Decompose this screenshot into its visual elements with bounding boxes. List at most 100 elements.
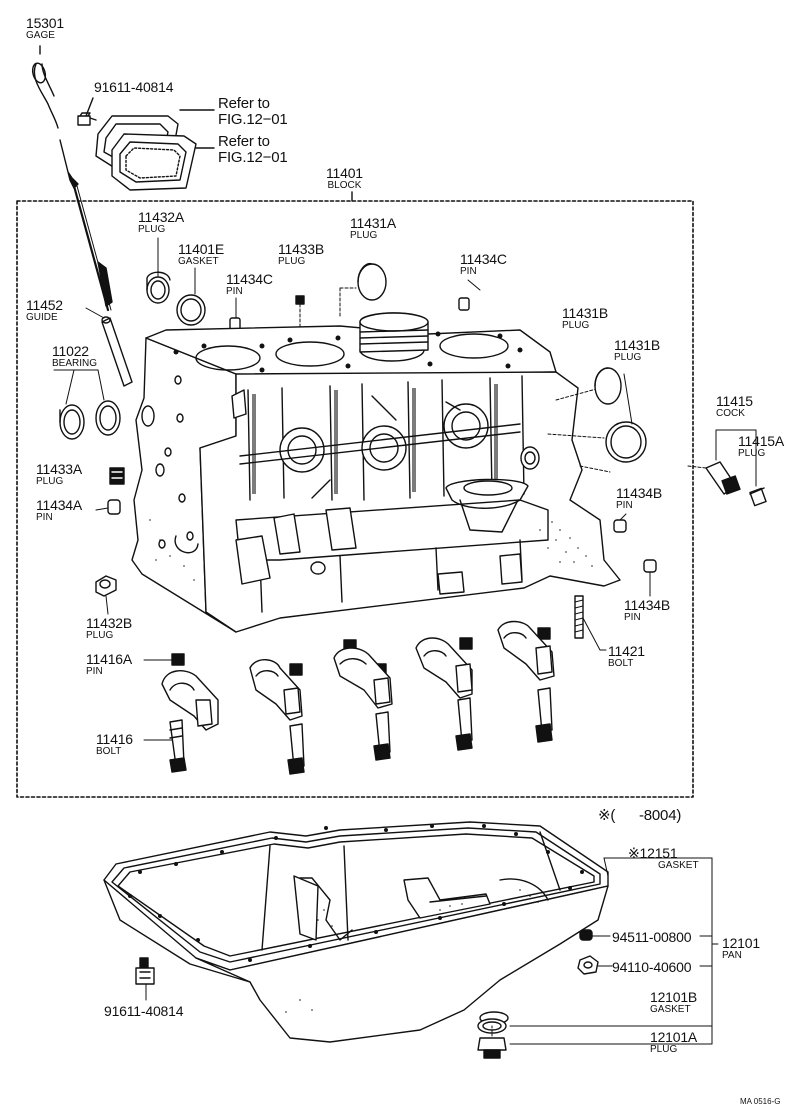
cylinder-block-icon [131, 312, 621, 633]
part-number: 11432B [86, 615, 133, 631]
ref-text: Refer to [218, 95, 270, 112]
part-number: 11431B [614, 337, 661, 353]
part-number: 11431A [350, 215, 397, 231]
part-number: 94110-40600 [612, 959, 692, 975]
label-plug-11433b: 11433B PLUG [278, 242, 324, 267]
drain-cock-11415-icon [687, 429, 757, 495]
bolt-94511-icon [579, 929, 611, 941]
part-name: BOLT [96, 746, 122, 757]
part-number: 11434B [624, 597, 671, 613]
pin-11434a-icon [95, 499, 121, 515]
part-number: 11434A [36, 497, 83, 513]
part-number: 11416A [86, 651, 133, 667]
label-bolt-11421: 11421 BOLT [608, 644, 645, 669]
part-name: PLUG [650, 1044, 678, 1055]
part-name: BEARING [52, 358, 98, 369]
part-number: 11433A [36, 461, 83, 477]
note-text: ※( -8004) [598, 807, 682, 824]
ref-text: Refer to [218, 133, 270, 150]
part-name: PIN [460, 266, 477, 277]
part-number: 11431B [562, 305, 609, 321]
pan-group-leaders [509, 857, 719, 1045]
label-pin-11434b-upper: 11434B PIN [616, 486, 662, 511]
plug-11433a-icon [109, 467, 125, 485]
ref-fig: FIG.12−01 [218, 149, 288, 166]
part-number: 11434C [226, 271, 273, 287]
part-number: 11022 [52, 343, 89, 359]
part-name: PLUG [562, 320, 590, 331]
guide-11452-icon [85, 307, 133, 387]
nut-94110-icon [577, 955, 613, 975]
plug-11415a-icon [749, 487, 767, 507]
bolt-11421-icon [574, 595, 607, 651]
part-name: BOLT [608, 658, 634, 669]
part-name: GASKET [650, 1004, 691, 1015]
gasket-frames-icon [95, 109, 215, 191]
part-name: PIN [86, 666, 103, 677]
part-name: PLUG [350, 230, 378, 241]
label-nut-94110: 94110-40600 [612, 960, 691, 974]
label-plug-11415a: 11415A PLUG [738, 434, 784, 459]
label-plug-11431b-upper: 11431B PLUG [562, 306, 608, 331]
gasket-11401e-icon [176, 267, 206, 326]
plug-11431b-upper-icon [594, 367, 622, 405]
part-number: 11416 [96, 731, 133, 747]
pin-11434b-lower-icon [643, 559, 657, 597]
label-pin-11434c-left: 11434C PIN [226, 272, 273, 297]
pin-11434c-right-icon [458, 279, 481, 311]
label-pin-11434a: 11434A PIN [36, 498, 82, 523]
part-number: 94511-00800 [612, 929, 692, 945]
label-bolt-94511: 94511-00800 [612, 930, 691, 944]
part-name: PIN [226, 286, 243, 297]
ref-fig: FIG.12−01 [218, 111, 288, 128]
drawing-code-text: MA 0516-G [740, 1097, 781, 1106]
bearing-11022-icon [53, 369, 121, 440]
bolt-91611-top-icon [77, 97, 97, 126]
part-number: ※12151 [628, 845, 678, 861]
label-pin-11434b-lower: 11434B PIN [624, 598, 670, 623]
label-bolt-11416: 11416 BOLT [96, 732, 133, 757]
part-name: GAGE [26, 30, 55, 41]
label-block: 11401 BLOCK [326, 166, 363, 191]
label-gage: 15301 GAGE [26, 16, 64, 41]
block-group-boundary [16, 200, 694, 798]
label-pin-11416a: 11416A PIN [86, 652, 132, 677]
part-number: 12101A [650, 1029, 698, 1045]
label-bolt-bottom: 91611-40814 [104, 1004, 183, 1018]
bolt-91611-bottom-icon [135, 957, 155, 1001]
part-number: 11452 [26, 297, 63, 313]
part-number: 12101 [722, 935, 760, 951]
part-name: PIN [616, 500, 633, 511]
drain-plug-12101a-icon [477, 1018, 507, 1059]
production-note: ※( -8004) [598, 808, 681, 823]
label-bolt-top: 91611-40814 [94, 80, 173, 94]
label-plug-11431a: 11431A PLUG [350, 216, 396, 241]
label-plug-11432b: 11432B PLUG [86, 616, 132, 641]
label-plug-11432a: 11432A PLUG [138, 210, 184, 235]
drawing-code: MA 0516-G [740, 1098, 780, 1106]
part-number: 12101B [650, 989, 698, 1005]
label-cock: 11415 COCK [716, 394, 753, 419]
part-name: GUIDE [26, 312, 58, 323]
plug-11431b-lower-icon [605, 373, 647, 463]
part-name: PLUG [36, 476, 64, 487]
part-name: GASKET [178, 256, 219, 267]
label-gasket-11401e: 11401E GASKET [178, 242, 224, 267]
label-gasket-12101b: 12101B GASKET [650, 990, 697, 1015]
plug-11432b-icon [95, 575, 117, 615]
part-number: 11433B [278, 241, 325, 257]
label-pin-11434c-right: 11434C PIN [460, 252, 507, 277]
part-name: BLOCK [327, 180, 362, 191]
label-plug-11433a: 11433A PLUG [36, 462, 82, 487]
part-name: GASKET [658, 860, 699, 871]
main-bearing-caps-icon [143, 620, 555, 775]
part-name: PLUG [614, 352, 642, 363]
part-name: PLUG [138, 224, 166, 235]
part-name: COCK [716, 408, 745, 419]
oil-pan-12101-icon [103, 821, 609, 1043]
label-guide: 11452 GUIDE [26, 298, 63, 323]
part-name: PLUG [738, 448, 766, 459]
part-number: 91611-40814 [94, 79, 174, 95]
label-plug-11431b-lower: 11431B PLUG [614, 338, 660, 363]
